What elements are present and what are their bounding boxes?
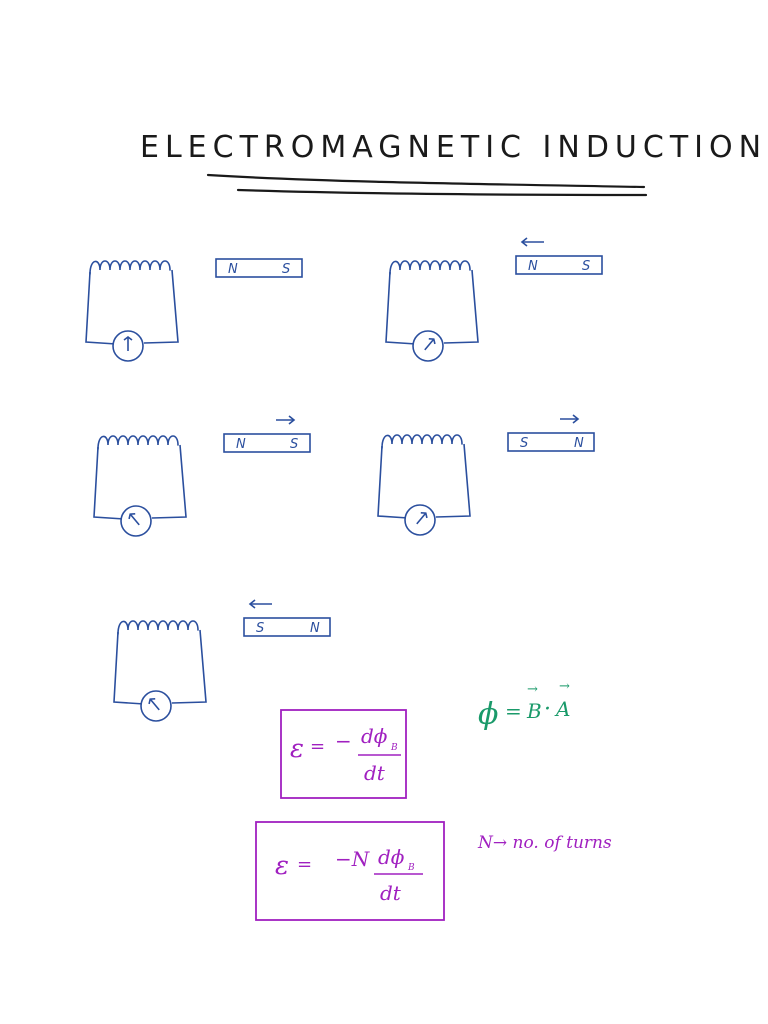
emf-symbol-1: ε [290,734,304,764]
motion-arrowhead [572,414,580,424]
magnet-pole-right: S [582,259,590,274]
magnet-pole-left: N [528,259,538,274]
turns-note: N→ no. of turns [477,833,612,853]
emf-numerator-2: dϕ [378,845,405,869]
magnet-pole-right: N [574,436,584,451]
coil [89,260,171,275]
bar-magnet [243,617,331,637]
galvanometer-needle [149,698,160,711]
emf-subscript-1: B [390,743,398,753]
coil [97,435,179,450]
emf-formula-box-2: ε = −N dϕ B dt [255,821,445,921]
circuit-wire-right [435,443,471,518]
flux-symbol: ϕ [478,697,498,732]
magnet-pole-right: S [282,262,290,277]
needle-arrowhead [420,512,428,519]
emf-equals-1: = [310,736,325,757]
needle-arrowhead [428,338,436,345]
magnet-pole-left: N [228,262,238,277]
flux-equals: = [505,699,522,723]
needle-arrowhead [148,698,156,705]
circuit-wire-right [171,629,207,704]
emf-symbol-2: ε [275,851,289,881]
motion-arrowhead [248,599,256,609]
needle-arrowhead [128,513,136,520]
circuit-wire-left [93,446,125,520]
coil [117,620,199,635]
flux-b-vector: B [526,699,542,723]
emf-box-2 [255,821,445,921]
page-title: ELECTROMAGNETIC INDUCTION [140,130,767,165]
bar-magnet [507,432,595,452]
circuit-wire-left [113,631,145,705]
magnet-pole-left: S [256,621,264,636]
coil [389,260,471,275]
magnet-pole-right: N [310,621,320,636]
circuit-wire-right [151,444,187,519]
emf-subscript-2: B [407,863,415,873]
galvanometer-needle [416,512,427,525]
emf-numerator-1: dϕ [361,724,388,748]
needle-arrowhead [123,336,133,341]
circuit-wire-left [377,445,409,519]
motion-arrowhead [288,415,296,425]
motion-arrowhead [520,237,528,247]
emf-equals-2: = [297,854,312,875]
flux-dot: · [544,697,551,722]
flux-b-arrow: → [527,682,538,697]
bar-magnet [515,255,603,275]
bar-magnet [223,433,311,453]
title-underline-2 [236,188,648,197]
flux-a-vector: A [554,697,570,721]
bar-magnet [215,258,303,278]
magnet-pole-right: S [290,437,298,452]
emf-denominator-2: dt [380,881,402,905]
title-underline-1 [206,173,646,189]
emf-box-1 [280,709,407,799]
circuit-wire-right [443,269,479,344]
emf-formula-box-1: ε = − dϕ B dt [280,709,407,799]
circuit-wire-left [85,271,117,345]
circuit-wire-right [143,269,179,344]
flux-formula: ϕ = B → · A → [478,679,570,732]
magnet-pole-left: S [520,436,528,451]
galvanometer-needle [129,513,140,526]
emf-minus-1: − [335,729,352,753]
magnet-pole-left: N [236,437,246,452]
emf-denominator-1: dt [364,761,386,785]
flux-a-arrow: → [559,679,570,694]
emf-factor-2: −N [335,847,371,871]
circuit-wire-left [385,271,417,345]
coil [381,434,463,449]
galvanometer-needle [424,338,435,351]
